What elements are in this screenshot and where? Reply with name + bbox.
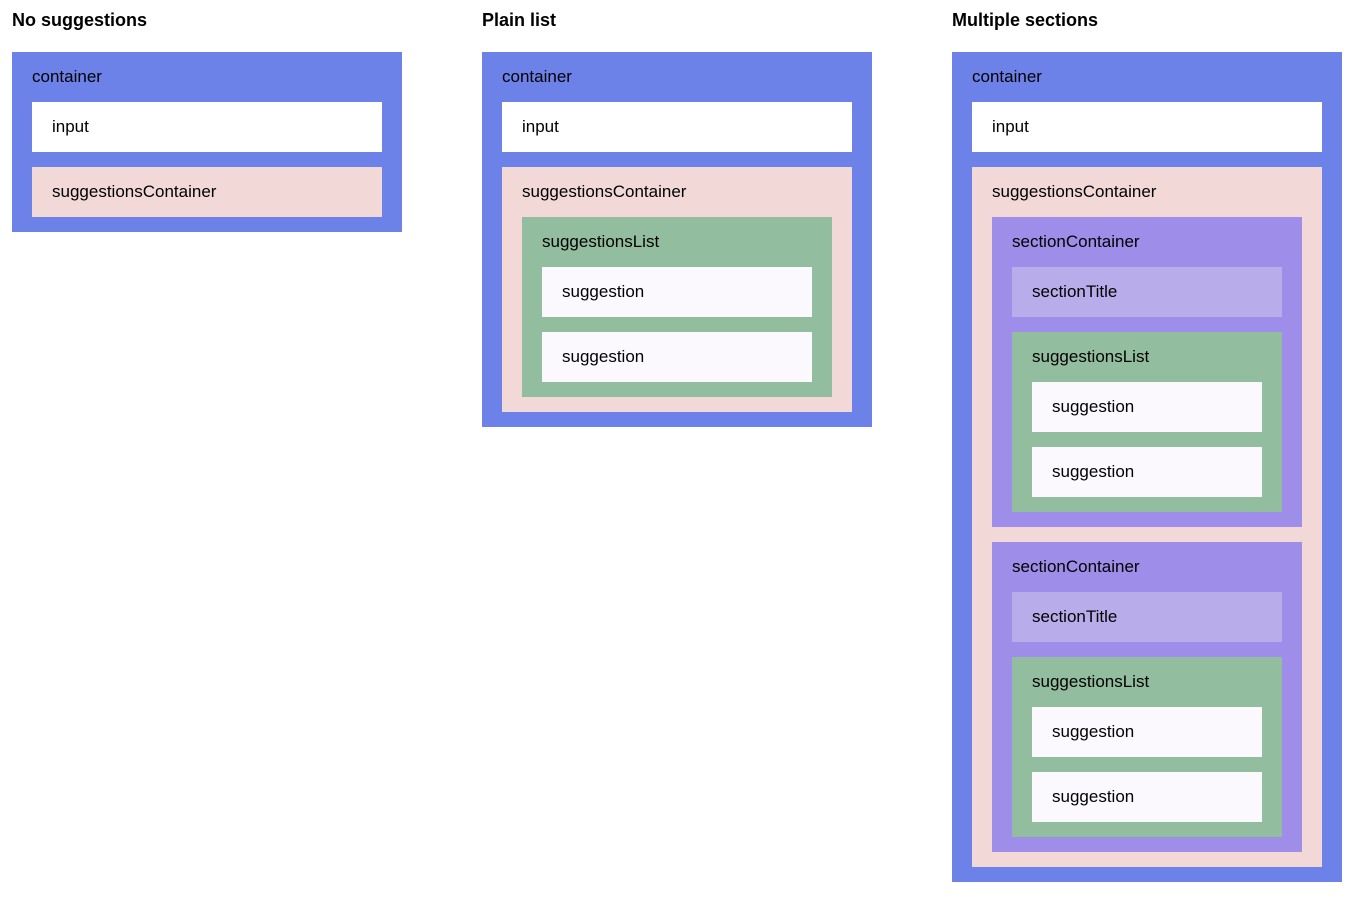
box-label: suggestionsContainer xyxy=(522,182,687,201)
container-box: container input suggestionsContainer xyxy=(12,52,402,232)
container-box: container input suggestionsContainer sec… xyxy=(952,52,1342,882)
input-box: input xyxy=(32,102,382,152)
box-label: sectionContainer xyxy=(1012,557,1140,576)
column-heading: Plain list xyxy=(482,10,557,30)
suggestion-box: suggestion xyxy=(1032,447,1262,497)
suggestions-list-box: suggestionsList suggestion suggestion xyxy=(522,217,832,397)
input-box: input xyxy=(502,102,852,152)
box-label: input xyxy=(992,117,1029,136)
box-label: suggestion xyxy=(562,282,645,301)
input-box: input xyxy=(972,102,1322,152)
suggestion-box: suggestion xyxy=(1032,382,1262,432)
suggestions-container-box: suggestionsContainer xyxy=(32,167,382,217)
box-label: suggestion xyxy=(1052,462,1135,481)
suggestion-box: suggestion xyxy=(1032,772,1262,822)
suggestion-box: suggestion xyxy=(542,267,812,317)
box-label: input xyxy=(52,117,89,136)
section-container-box: sectionContainer sectionTitle suggestion… xyxy=(992,542,1302,852)
box-label: suggestionsList xyxy=(1032,672,1150,691)
suggestion-box: suggestion xyxy=(1032,707,1262,757)
box-label: suggestionsContainer xyxy=(52,182,217,201)
box-label: suggestionsContainer xyxy=(992,182,1157,201)
suggestions-list-box: suggestionsList suggestion suggestion xyxy=(1012,657,1282,837)
column-no-suggestions: No suggestions container input suggestio… xyxy=(12,10,402,232)
box-label: suggestion xyxy=(1052,787,1135,806)
suggestions-container-box: suggestionsContainer suggestionsList sug… xyxy=(502,167,852,412)
box-label: suggestionsList xyxy=(542,232,660,251)
column-multiple-sections: Multiple sections container input sugges… xyxy=(952,10,1342,882)
box-label: sectionTitle xyxy=(1032,282,1118,301)
box-label: container xyxy=(972,67,1042,86)
section-container-box: sectionContainer sectionTitle suggestion… xyxy=(992,217,1302,527)
section-title-box: sectionTitle xyxy=(1012,267,1282,317)
container-box: container input suggestionsContainer sug… xyxy=(482,52,872,427)
box-label: input xyxy=(522,117,559,136)
section-title-box: sectionTitle xyxy=(1012,592,1282,642)
box-label: suggestionsList xyxy=(1032,347,1150,366)
column-heading: No suggestions xyxy=(12,10,148,30)
suggestions-container-box: suggestionsContainer sectionContainer se… xyxy=(972,167,1322,867)
suggestion-box: suggestion xyxy=(542,332,812,382)
box-label: suggestion xyxy=(1052,722,1135,741)
column-heading: Multiple sections xyxy=(952,10,1099,30)
suggestions-list-box: suggestionsList suggestion suggestion xyxy=(1012,332,1282,512)
box-label: sectionContainer xyxy=(1012,232,1140,251)
column-plain-list: Plain list container input suggestionsCo… xyxy=(482,10,872,427)
box-label: suggestion xyxy=(562,347,645,366)
box-label: container xyxy=(502,67,572,86)
box-label: suggestion xyxy=(1052,397,1135,416)
box-label: sectionTitle xyxy=(1032,607,1118,626)
box-label: container xyxy=(32,67,102,86)
